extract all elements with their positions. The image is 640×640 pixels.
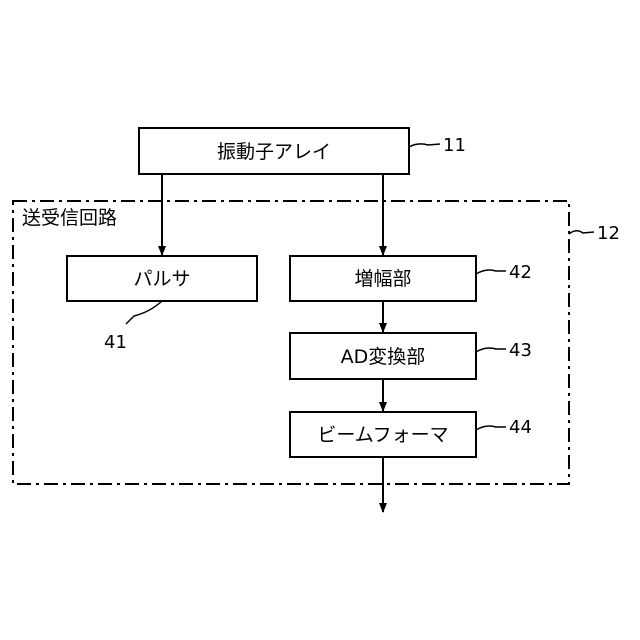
- ref-43: 43: [509, 340, 532, 361]
- ref-44: 44: [509, 417, 532, 438]
- leader-line-12: [569, 231, 594, 234]
- beamformer-label: ビームフォーマ: [317, 424, 448, 446]
- transducer-array-label: 振動子アレイ: [217, 141, 331, 163]
- leader-line-43: [476, 348, 506, 352]
- ref-12: 12: [597, 223, 620, 244]
- ref-42: 42: [509, 262, 532, 283]
- amplifier-label: 増幅部: [354, 268, 411, 290]
- ad-converter-label: AD変換部: [341, 346, 426, 368]
- leader-line-11: [409, 144, 440, 147]
- ref-41: 41: [104, 332, 127, 353]
- ref-11: 11: [443, 135, 466, 156]
- leader-line-41: [126, 301, 162, 324]
- leader-line-42: [476, 270, 506, 274]
- pulser-label: パルサ: [133, 268, 190, 290]
- leader-line-44: [476, 426, 506, 430]
- circuit-label: 送受信回路: [22, 207, 117, 229]
